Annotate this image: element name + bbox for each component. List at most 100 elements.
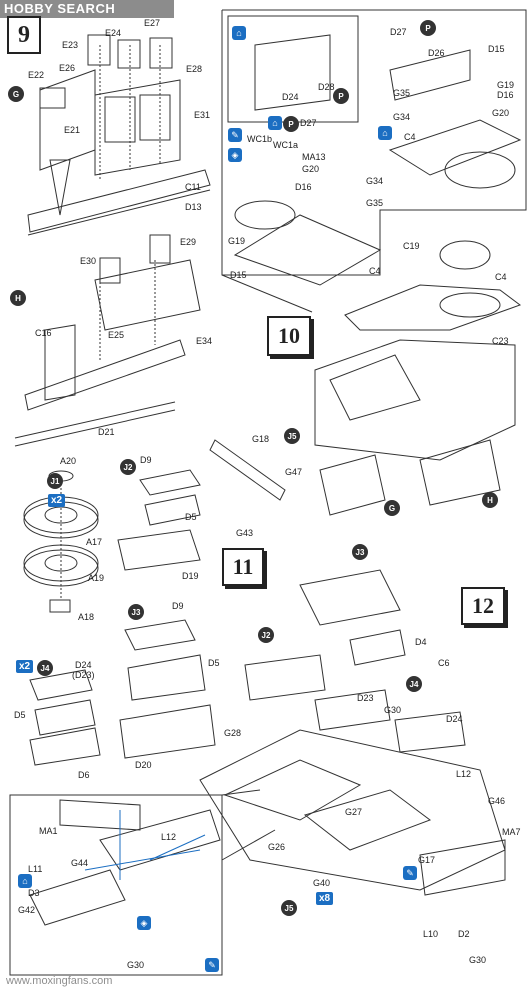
part-label-a17: A17 <box>86 537 103 547</box>
part-label-g40: G40 <box>313 878 331 888</box>
part-label-ma7: MA7 <box>502 827 521 837</box>
glue-icon: ⌂ <box>378 126 392 140</box>
marker-p-c: P <box>333 88 349 104</box>
part-label-e28: E28 <box>186 64 203 74</box>
part-label-d24-b: D24 <box>75 660 92 670</box>
marker-j5-step10: J5 <box>284 428 300 444</box>
part-label-g17: G17 <box>418 855 436 865</box>
part-label-d9-a: D9 <box>140 455 152 465</box>
part-label-l12-b: L12 <box>161 832 177 842</box>
part-label-g20-b: G20 <box>302 164 320 174</box>
part-label-g19-a: G19 <box>497 80 515 90</box>
part-label-d24-c: D24 <box>446 714 463 724</box>
part-label-c11: C11 <box>185 182 201 192</box>
part-label-g30-b: G30 <box>469 955 487 965</box>
part-label-wc1a: WC1a <box>273 140 299 150</box>
part-label-c6: C6 <box>438 658 450 668</box>
part-label-d5-c: D5 <box>14 710 26 720</box>
part-label-g19-b: G19 <box>228 236 246 246</box>
part-label-e21: E21 <box>64 125 81 135</box>
hobby-search-watermark: HOBBY SEARCH <box>0 0 174 18</box>
step-10-box: 10 <box>267 316 311 356</box>
part-label-d23-b: D23 <box>357 693 374 703</box>
part-label-a18: A18 <box>78 612 95 622</box>
paint-icon: ✎ <box>205 958 219 972</box>
part-label-d5-a: D5 <box>185 512 197 522</box>
part-label-d4: D4 <box>415 637 427 647</box>
part-label-d3: D3 <box>28 888 40 898</box>
part-label-g30-c: G30 <box>127 960 145 970</box>
part-label-g43: G43 <box>236 528 254 538</box>
moxingfans-watermark: www.moxingfans.com <box>6 975 113 987</box>
marker-j1: J1 <box>47 473 63 489</box>
part-label-g47: G47 <box>285 467 303 477</box>
part-label-c4-b: C4 <box>369 266 381 276</box>
part-label-a20: A20 <box>60 456 77 466</box>
marker-j3-step11: J3 <box>128 604 144 620</box>
marker-j5-step12: J5 <box>281 900 297 916</box>
glue-icon: ⌂ <box>268 116 282 130</box>
part-label-e23: E23 <box>62 40 79 50</box>
glue-icon: ⌂ <box>232 26 246 40</box>
part-label-d23-paren: (D23) <box>72 670 95 680</box>
quantity-x2-b: x2 <box>16 660 34 673</box>
part-label-d28: D28 <box>318 82 335 92</box>
part-label-e29: E29 <box>180 237 197 247</box>
part-label-g26: G26 <box>268 842 286 852</box>
part-label-c4-c: C4 <box>495 272 507 282</box>
step-12-box: 12 <box>461 587 505 625</box>
part-label-g46: G46 <box>488 796 506 806</box>
part-label-d15-b: D15 <box>230 270 247 280</box>
marker-h-step9: H <box>10 290 26 306</box>
part-label-g35-b: G35 <box>366 198 384 208</box>
part-label-wc1b: WC1b <box>247 134 273 144</box>
part-label-d21: D21 <box>98 427 115 437</box>
part-label-c4-a: C4 <box>404 132 416 142</box>
part-label-g34-a: G34 <box>393 112 411 122</box>
part-label-ma1: MA1 <box>39 826 58 836</box>
paint-icon: ✎ <box>228 128 242 142</box>
part-label-d16-a: D16 <box>497 90 514 100</box>
part-label-ma13: MA13 <box>302 152 326 162</box>
part-label-l10: L10 <box>423 929 439 939</box>
step-11-box: 11 <box>222 548 264 586</box>
part-label-a19: A19 <box>88 573 105 583</box>
marker-g-step9: G <box>8 86 24 102</box>
step-9-box: 9 <box>7 16 41 54</box>
marker-j3-step12: J3 <box>352 544 368 560</box>
part-label-e31: E31 <box>194 110 211 120</box>
cement-icon: ◈ <box>228 148 242 162</box>
part-label-d13: D13 <box>185 202 202 212</box>
part-label-d26: D26 <box>428 48 445 58</box>
marker-j4-step11: J4 <box>37 660 53 676</box>
part-label-g28: G28 <box>224 728 242 738</box>
part-label-g27: G27 <box>345 807 363 817</box>
marker-g-step10: G <box>384 500 400 516</box>
marker-p-b: P <box>283 116 299 132</box>
part-label-c23: C23 <box>492 336 509 346</box>
marker-j4-step12: J4 <box>406 676 422 692</box>
part-label-e25: E25 <box>108 330 125 340</box>
part-label-d15-a: D15 <box>488 44 505 54</box>
quantity-x2-a: x2 <box>48 494 66 507</box>
quantity-x8: x8 <box>316 892 334 905</box>
part-label-e27: E27 <box>144 18 161 28</box>
marker-j2-step11: J2 <box>120 459 136 475</box>
part-label-g35-a: G35 <box>393 88 411 98</box>
part-label-d19: D19 <box>182 571 199 581</box>
part-label-d6: D6 <box>78 770 90 780</box>
part-label-g44: G44 <box>71 858 89 868</box>
paint-icon: ✎ <box>403 866 417 880</box>
part-label-l11: L11 <box>28 864 43 874</box>
part-label-e24: E24 <box>105 28 122 38</box>
part-label-e26: E26 <box>59 63 76 73</box>
part-label-e22: E22 <box>28 70 45 80</box>
part-label-d20: D20 <box>135 760 152 770</box>
part-label-d16-b: D16 <box>295 182 312 192</box>
part-label-d2: D2 <box>458 929 470 939</box>
part-label-d27-a: D27 <box>390 27 407 37</box>
part-label-d27-b: D27 <box>300 118 317 128</box>
part-label-g18: G18 <box>252 434 270 444</box>
part-label-e34: E34 <box>196 336 213 346</box>
